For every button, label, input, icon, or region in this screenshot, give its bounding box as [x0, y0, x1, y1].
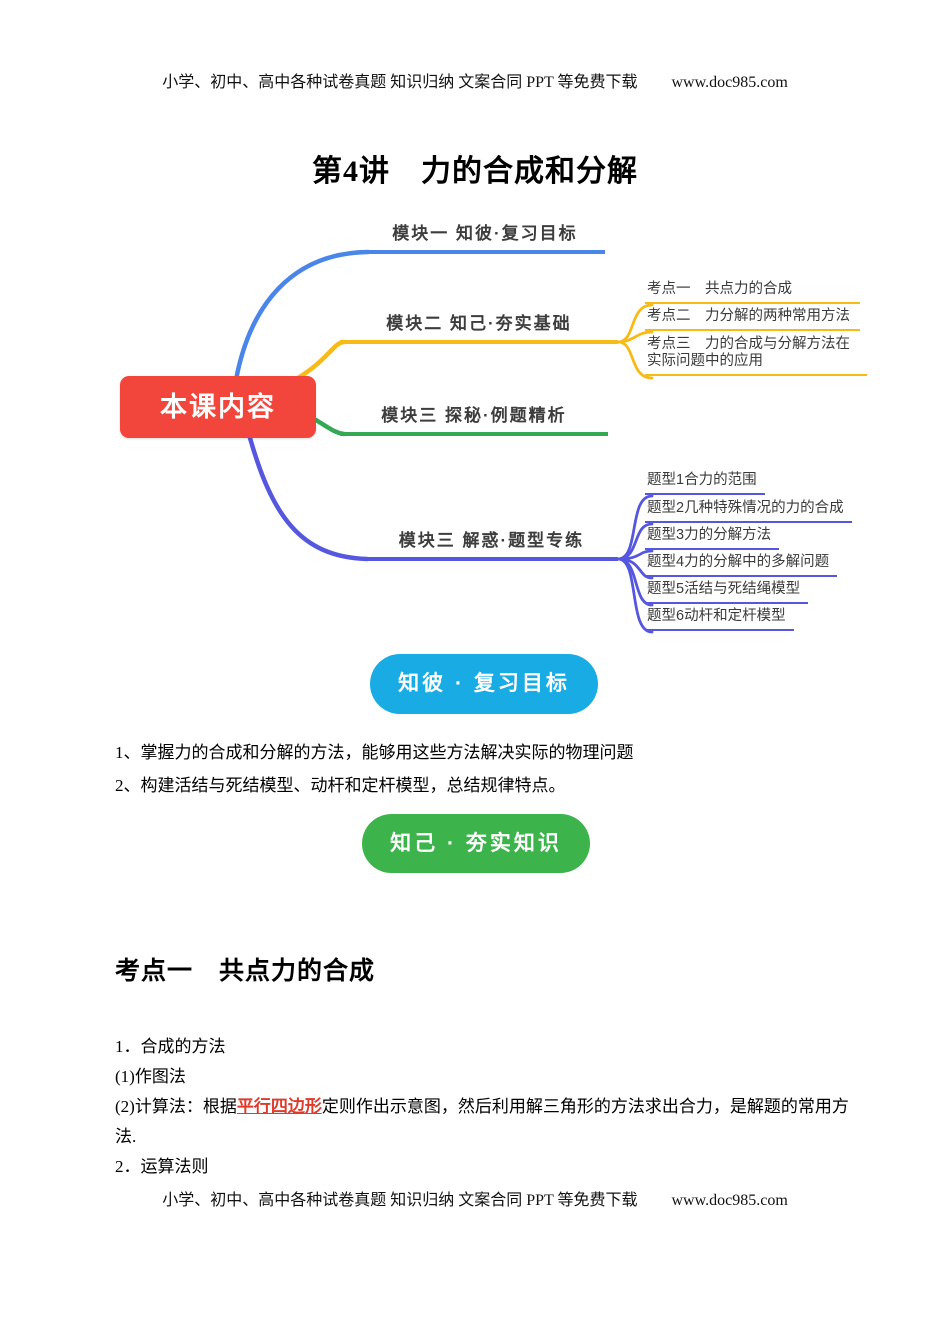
body-line-4: 2．运算法则	[115, 1157, 209, 1176]
footer-url-link[interactable]: www.doc985.com	[671, 1192, 788, 1209]
pill-review-goals: 知彼 · 复习目标	[370, 654, 598, 714]
mindmap-branch-module3: 模块三 探秘·例题精析	[340, 406, 608, 436]
goal-item-1: 1、掌握力的合成和分解的方法，能够用这些方法解决实际的物理问题	[115, 743, 634, 762]
mindmap-branch-module1: 模块一 知彼·复习目标	[365, 224, 605, 254]
mindmap-item-tixing2: 题型2几种特殊情况的力的合成	[645, 500, 852, 523]
mindmap-item-kaodian2: 考点二 力分解的两种常用方法	[645, 308, 860, 331]
mindmap-item-kaodian3: 考点三 力的合成与分解方法在实际问题中的应用	[645, 336, 867, 376]
highlighted-term: 平行四边形	[236, 1097, 322, 1116]
mindmap-item-tixing1: 题型1合力的范围	[645, 472, 765, 495]
mindmap-item-tixing5: 题型5活结与死结绳模型	[645, 581, 809, 604]
body-line-3-prefix: (2)计算法：根据	[115, 1097, 237, 1116]
page-footer: 小学、初中、高中各种试卷真题 知识归纳 文案合同 PPT 等免费下载 www.do…	[0, 1186, 950, 1210]
mindmap-item-tixing4: 题型4力的分解中的多解问题	[645, 554, 838, 577]
header-url-link[interactable]: www.doc985.com	[671, 74, 788, 91]
mindmap-branch-module4: 模块三 解惑·题型专练	[365, 531, 618, 561]
page-header: 小学、初中、高中各种试卷真题 知识归纳 文案合同 PPT 等免费下载 www.do…	[0, 68, 950, 92]
section-heading-kaodian1: 考点一 共点力的合成	[115, 957, 376, 985]
mindmap-item-tixing6: 题型6动杆和定杆模型	[645, 608, 794, 631]
body-line-1: 1．合成的方法	[115, 1037, 226, 1056]
mindmap-center-node: 本课内容	[120, 376, 316, 438]
body-line-2: (1)作图法	[115, 1067, 186, 1086]
body-line-3: (2)计算法：根据平行四边形定则作出示意图，然后利用解三角形的方法求出合力，是解…	[115, 1092, 857, 1152]
goal-list: 1、掌握力的合成和分解的方法，能够用这些方法解决实际的物理问题 2、构建活结与死…	[115, 736, 855, 802]
mindmap-item-kaodian1: 考点一 共点力的合成	[645, 281, 860, 304]
footer-text: 小学、初中、高中各种试卷真题 知识归纳 文案合同 PPT 等免费下载	[162, 1192, 638, 1209]
goal-item-2: 2、构建活结与死结模型、动杆和定杆模型，总结规律特点。	[115, 776, 566, 795]
mindmap-branch-module2: 模块二 知己·夯实基础	[340, 314, 618, 344]
header-text: 小学、初中、高中各种试卷真题 知识归纳 文案合同 PPT 等免费下载	[162, 74, 638, 91]
section-body: 1．合成的方法 (1)作图法 (2)计算法：根据平行四边形定则作出示意图，然后利…	[115, 1032, 857, 1182]
page-title: 第4讲 力的合成和分解	[312, 155, 638, 188]
pill-solid-knowledge: 知己 · 夯实知识	[362, 814, 590, 873]
mindmap-item-tixing3: 题型3力的分解方法	[645, 527, 780, 550]
body-line-3-suffix: 定则作出示意图，然后利用解三角形的方法求出合力，是解题的常用方法.	[115, 1097, 849, 1146]
